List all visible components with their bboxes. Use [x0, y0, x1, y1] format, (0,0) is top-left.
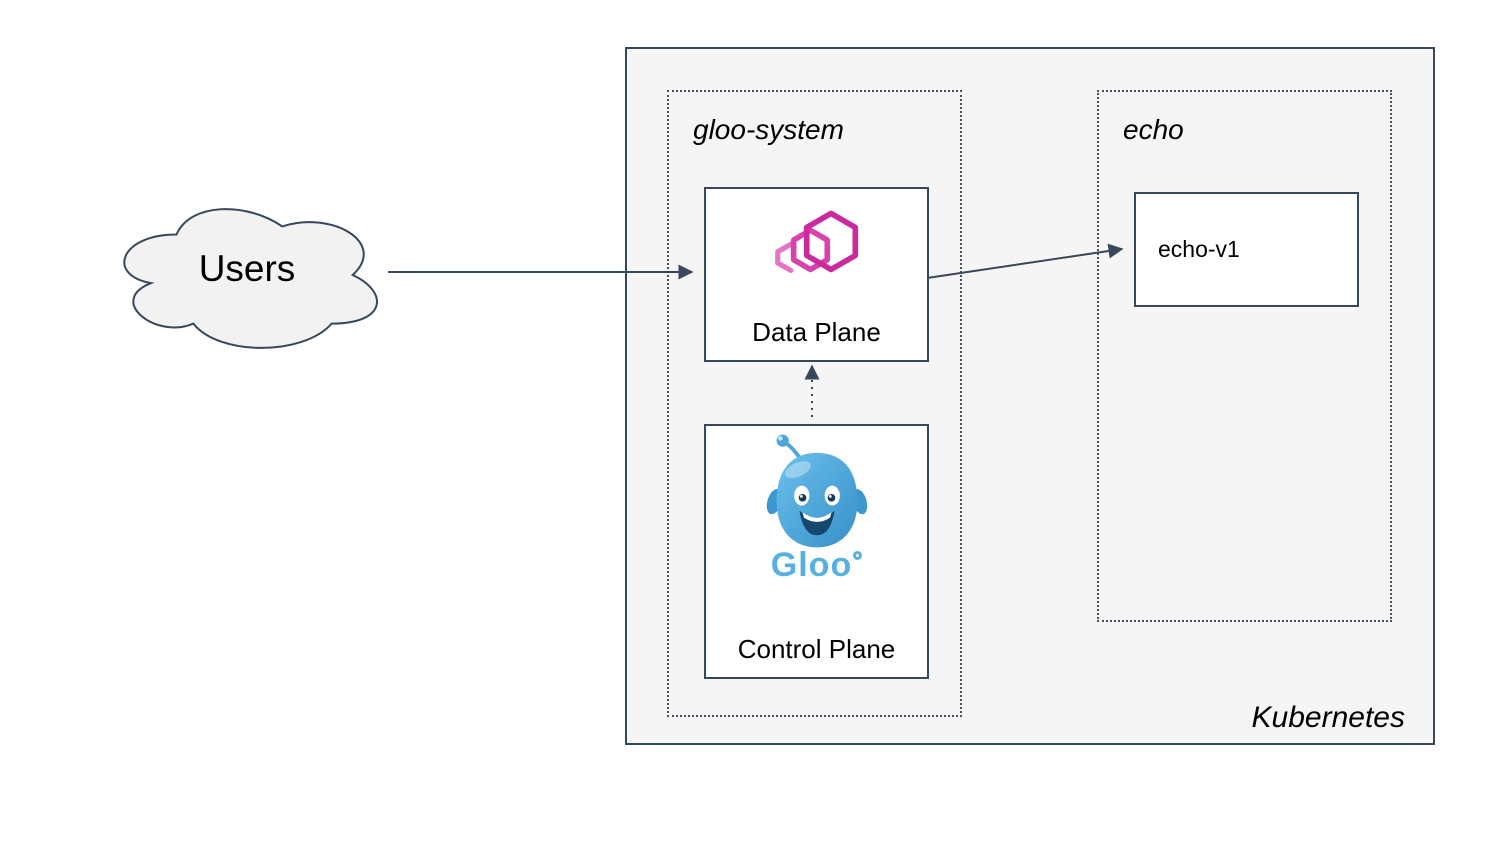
control-plane-label: Control Plane — [737, 634, 896, 664]
gloo-wordmark: Gloo — [770, 546, 863, 584]
gloo-proxy-hexagons-icon — [767, 205, 867, 296]
namespace-gloo-system: gloo-system Data Plane — [667, 90, 962, 717]
gloo-mascot-icon — [751, 430, 883, 552]
cloud-shape-icon — [123, 208, 378, 349]
gloo-wordmark-text: Gloo — [770, 546, 853, 584]
echo-v1-label: echo-v1 — [1158, 236, 1240, 262]
kubernetes-cluster: Kubernetes gloo-system Data Plane — [625, 47, 1435, 745]
data-plane-label: Data Plane — [752, 317, 881, 347]
namespace-echo-label: echo — [1123, 114, 1184, 145]
echo-v1-node: echo-v1 — [1134, 192, 1359, 307]
users-label: Users — [198, 248, 296, 289]
namespace-gloo-system-label: gloo-system — [693, 114, 844, 145]
gloo-wordmark-ring-icon — [853, 551, 863, 560]
users-cloud: Users — [104, 192, 390, 358]
namespace-echo: echo echo-v1 — [1097, 90, 1392, 622]
data-plane-node: Data Plane — [704, 187, 929, 362]
kubernetes-label: Kubernetes — [1251, 701, 1405, 734]
control-plane-node: Gloo Control Plane — [704, 424, 929, 679]
